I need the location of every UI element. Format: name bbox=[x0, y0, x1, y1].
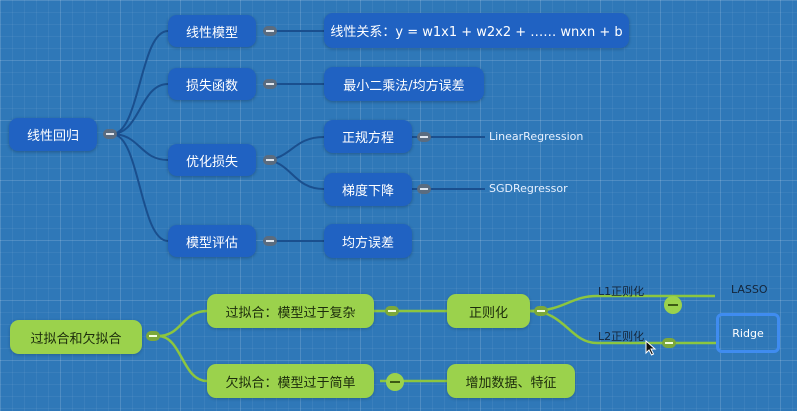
mouse-pointer-icon bbox=[645, 340, 657, 356]
collapse-icon[interactable] bbox=[417, 132, 431, 142]
collapse-icon[interactable] bbox=[417, 184, 431, 194]
node-model-evaluation[interactable]: 模型评估 bbox=[168, 225, 256, 257]
node-mse[interactable]: 均方误差 bbox=[324, 224, 412, 258]
node-normal-equation[interactable]: 正规方程 bbox=[324, 120, 412, 153]
node-ridge-selected[interactable]: Ridge bbox=[716, 313, 780, 353]
label-sgd-regressor[interactable]: SGDRegressor bbox=[489, 182, 568, 195]
node-add-data-features[interactable]: 增加数据、特征 bbox=[447, 364, 575, 398]
root-overfit-underfit[interactable]: 过拟合和欠拟合 bbox=[10, 320, 142, 354]
node-optimize-loss[interactable]: 优化损失 bbox=[168, 144, 256, 176]
collapse-icon[interactable] bbox=[263, 155, 277, 165]
node-underfitting[interactable]: 欠拟合：模型过于简单 bbox=[207, 364, 374, 398]
collapse-icon[interactable] bbox=[103, 129, 117, 139]
collapse-icon[interactable] bbox=[146, 331, 160, 341]
collapse-icon[interactable] bbox=[386, 373, 404, 391]
label-l1-regularization[interactable]: L1正则化 bbox=[598, 285, 645, 298]
label-linear-regression-api[interactable]: LinearRegression bbox=[489, 130, 584, 143]
collapse-icon[interactable] bbox=[263, 26, 277, 36]
node-loss-function[interactable]: 损失函数 bbox=[168, 68, 256, 100]
node-linear-relation[interactable]: 线性关系：y = w1x1 + w2x2 + …… wnxn + b bbox=[324, 13, 629, 48]
collapse-icon[interactable] bbox=[263, 236, 277, 246]
root-linear-regression[interactable]: 线性回归 bbox=[9, 118, 97, 151]
label-l2-regularization[interactable]: L2正则化 bbox=[598, 330, 645, 343]
node-overfitting[interactable]: 过拟合：模型过于复杂 bbox=[207, 294, 374, 328]
node-linear-model[interactable]: 线性模型 bbox=[168, 15, 256, 47]
node-least-squares[interactable]: 最小二乘法/均方误差 bbox=[324, 67, 484, 101]
node-regularization[interactable]: 正则化 bbox=[447, 294, 530, 328]
node-gradient-descent[interactable]: 梯度下降 bbox=[324, 173, 412, 206]
collapse-icon[interactable] bbox=[263, 79, 277, 89]
collapse-icon[interactable] bbox=[662, 338, 676, 348]
collapse-icon[interactable] bbox=[385, 306, 399, 316]
label-lasso[interactable]: LASSO bbox=[731, 283, 768, 296]
collapse-icon[interactable] bbox=[664, 296, 682, 314]
collapse-icon[interactable] bbox=[534, 306, 548, 316]
